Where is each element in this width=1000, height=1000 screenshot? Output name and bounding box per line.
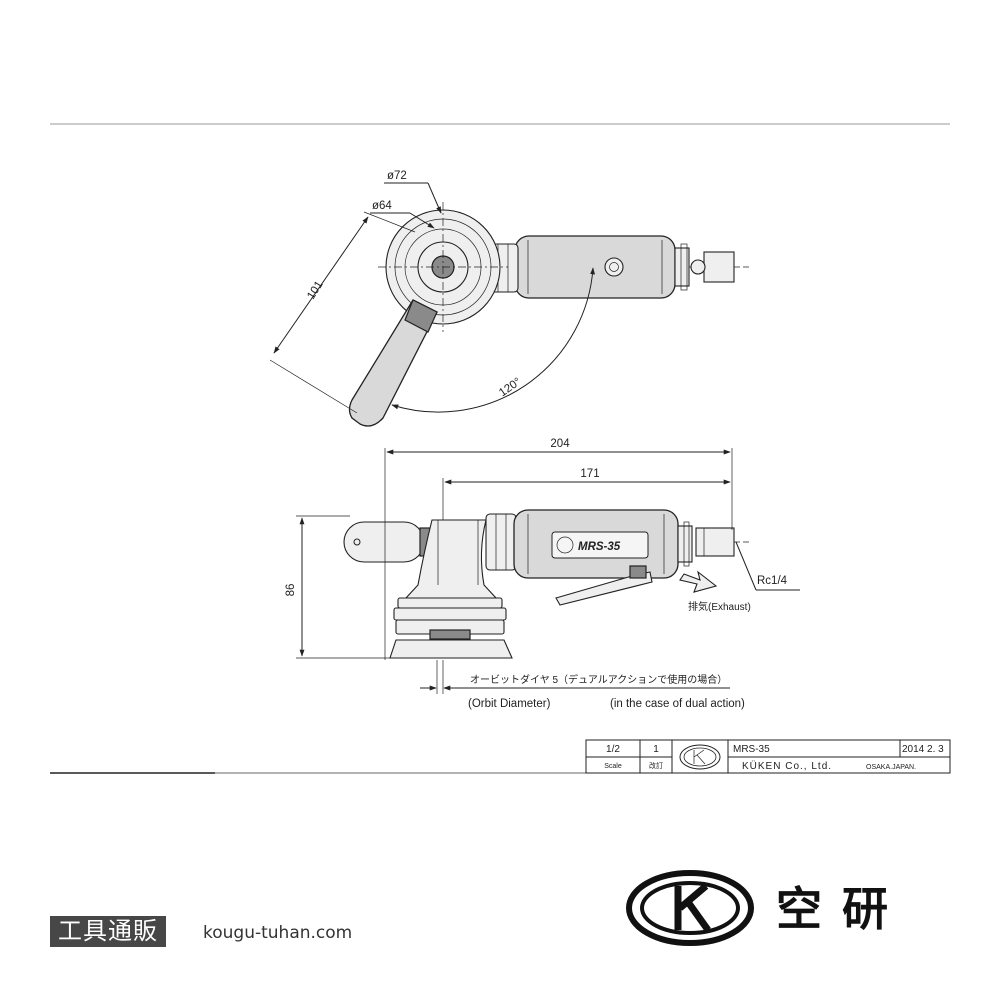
dim-pad-diameter: ø72 xyxy=(387,170,407,182)
body-marking: MRS-35 xyxy=(578,541,621,553)
shop-badge: 工具通販 xyxy=(50,916,166,947)
tb-scale-value: 1/2 xyxy=(606,744,620,755)
top-air-inlet xyxy=(703,251,735,283)
tb-kuken-logo-icon xyxy=(679,744,721,770)
top-motor-body xyxy=(514,235,676,299)
exhaust-arrow-icon xyxy=(679,570,718,593)
exhaust-label: 排気(Exhaust) xyxy=(688,600,751,613)
tb-revision-value: 1 xyxy=(653,744,659,755)
side-air-inlet xyxy=(695,527,735,557)
dual-action-en: (in the case of dual action) xyxy=(610,698,745,710)
tb-revision-label: 改訂 xyxy=(649,761,663,770)
dim-height: 86 xyxy=(285,584,297,597)
dim-angle: 120° xyxy=(497,376,523,399)
inlet-thread: Rc1/4 xyxy=(757,575,788,587)
shop-url-link[interactable]: kougu-tuhan.com xyxy=(203,923,353,943)
tb-date: 2014 2. 3 xyxy=(902,744,944,755)
tb-scale-label: Scale xyxy=(604,763,622,770)
brand-name: 空 研 xyxy=(776,882,890,936)
side-sanding-pad xyxy=(389,639,513,659)
dim-overall-length: 204 xyxy=(550,438,570,450)
title-block: 1/2 Scale 1 改訂 MRS-35 2014 2. 3 KÜKEN Co… xyxy=(50,739,951,774)
orbit-note-jp: オービットダイヤ 5（デュアルアクションで使用の場合） xyxy=(470,673,727,686)
brand-logo: 空 研 xyxy=(626,870,890,946)
top-view: ø72 ø64 101 120° xyxy=(269,170,750,427)
side-handle xyxy=(343,521,425,563)
orbit-diameter-en: (Orbit Diameter) xyxy=(468,698,551,710)
dim-body-length: 171 xyxy=(580,468,599,480)
tb-company: KÜKEN Co., Ltd. xyxy=(742,760,832,772)
dim-inner-diameter: ø64 xyxy=(372,200,392,212)
tb-model: MRS-35 xyxy=(733,744,770,755)
top-body-screw xyxy=(604,257,624,277)
kuken-k-logo-icon xyxy=(626,870,754,946)
side-view: MRS-35 204 171 86 Rc1/4 排気(Exhaust) xyxy=(285,438,800,710)
side-throttle-lever xyxy=(555,571,653,606)
tb-location: OSAKA.JAPAN. xyxy=(866,764,916,771)
side-nameplate xyxy=(551,531,649,559)
